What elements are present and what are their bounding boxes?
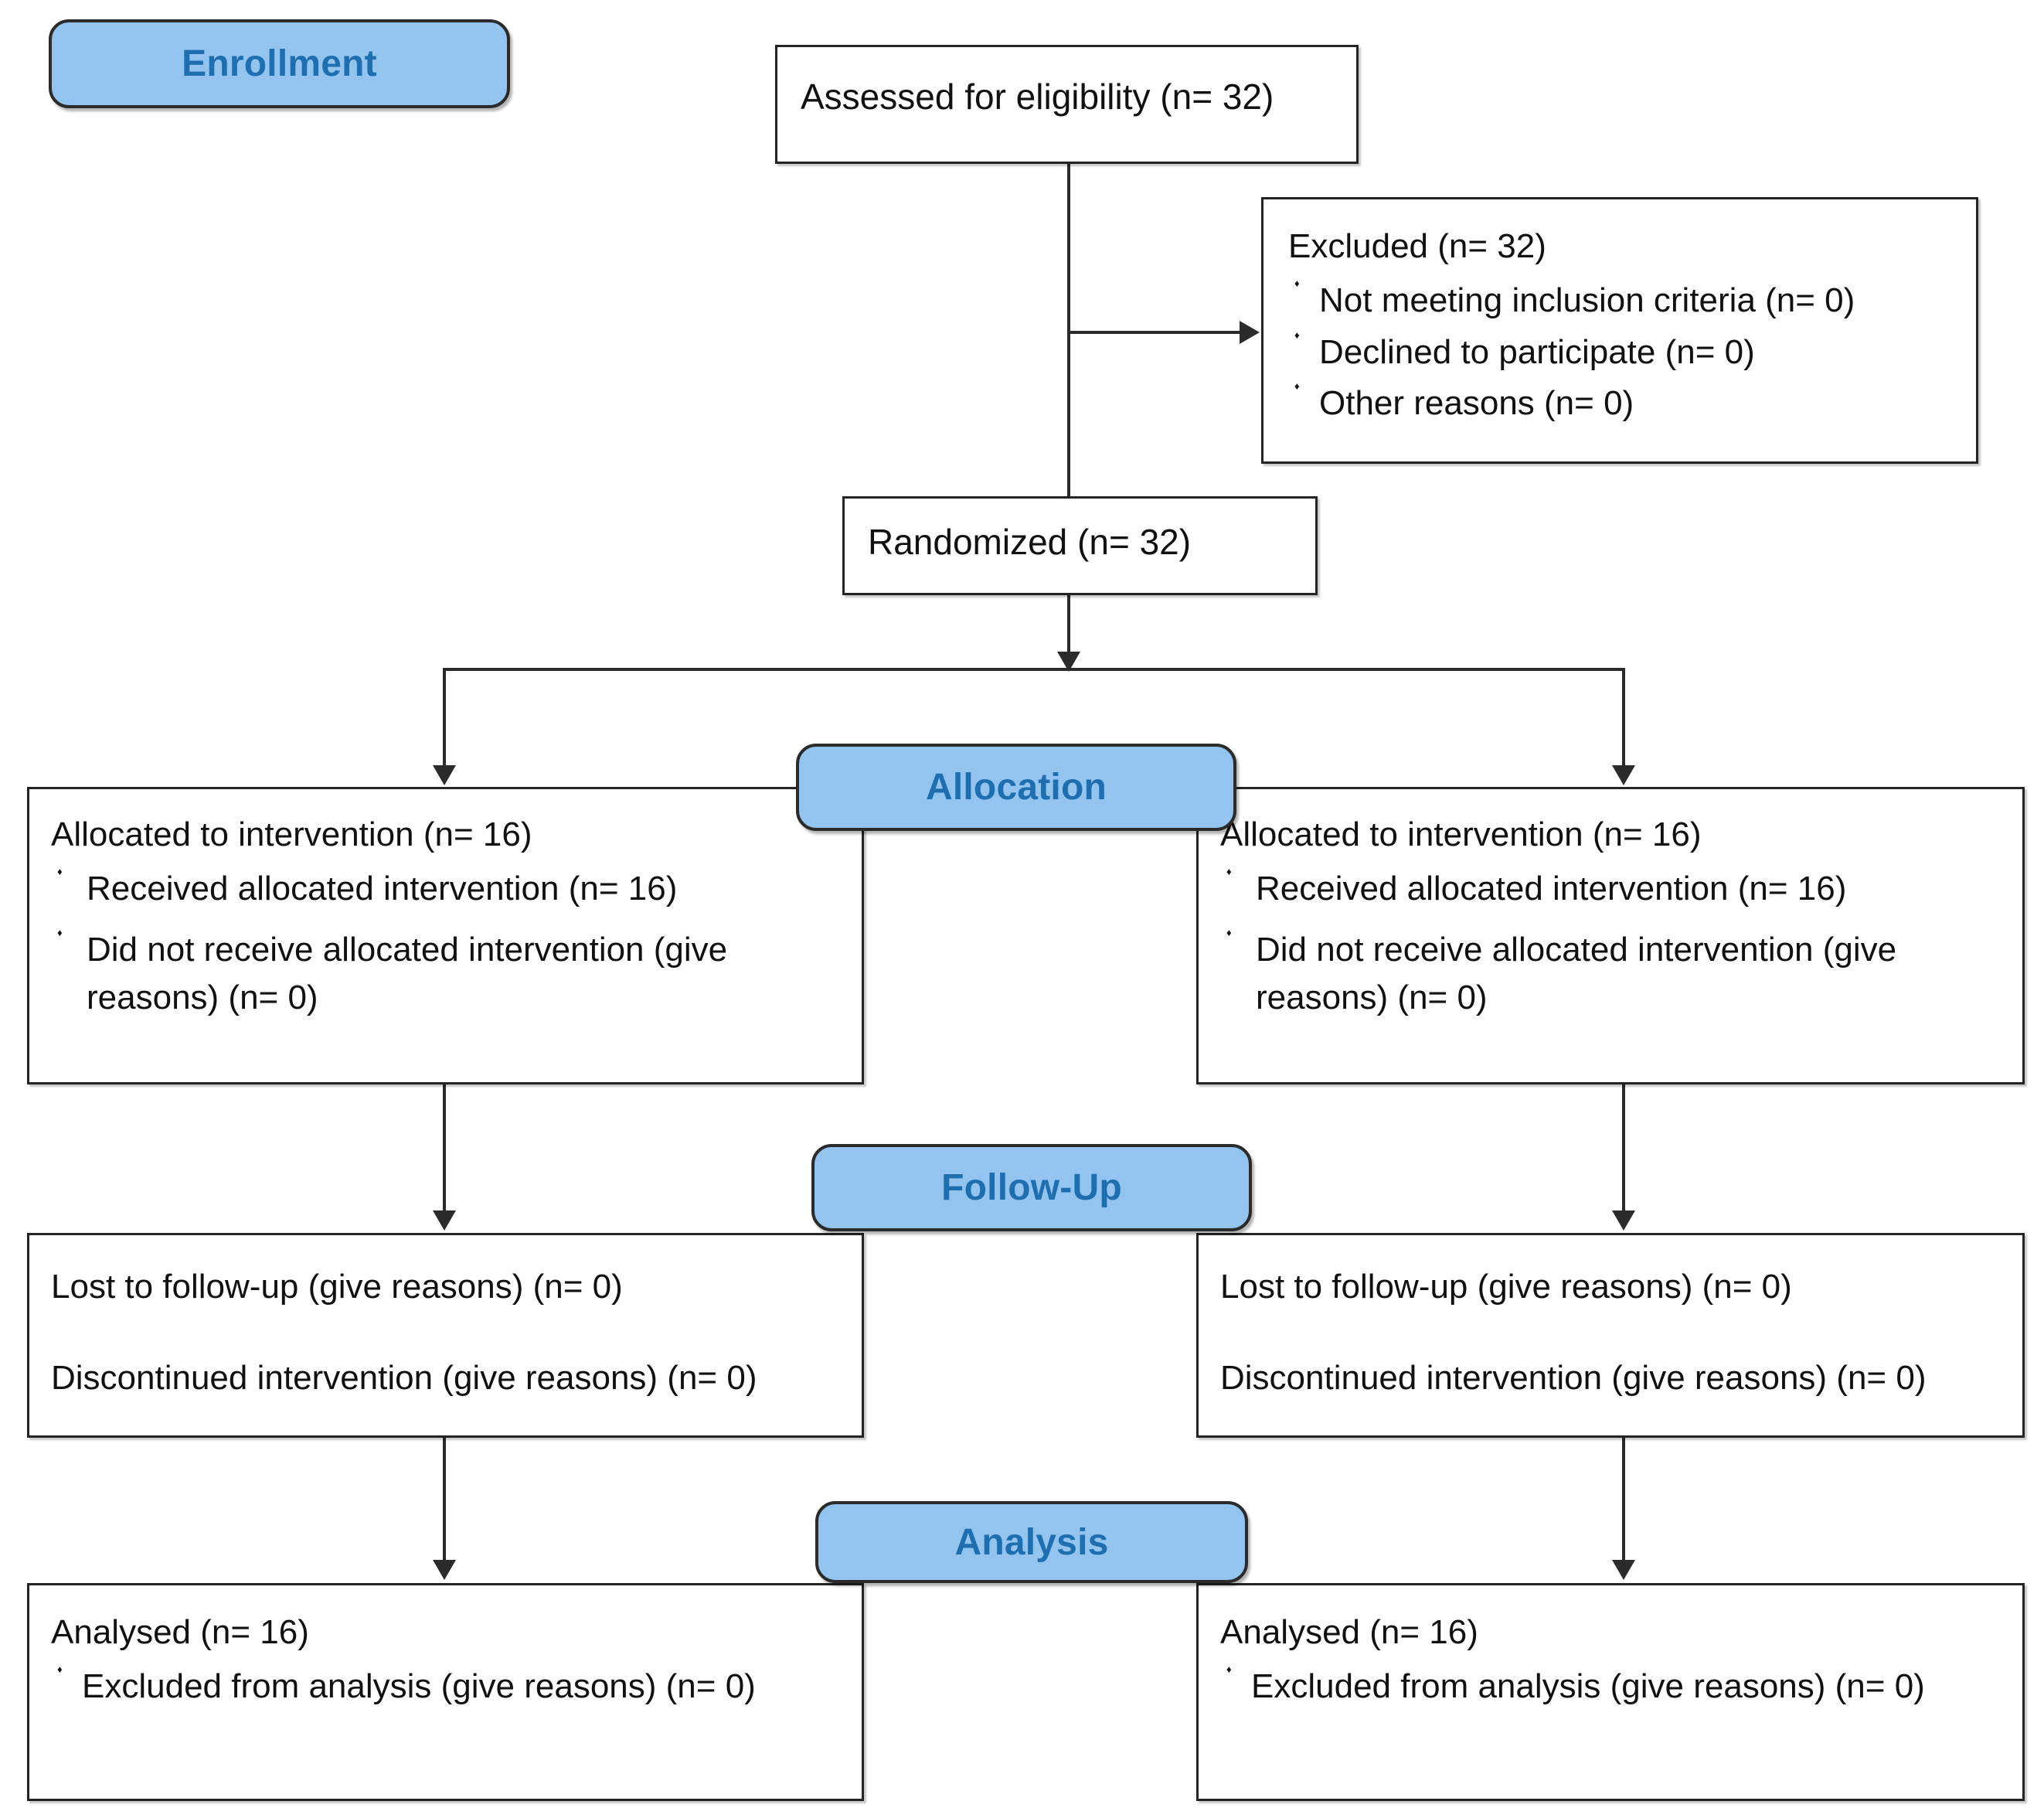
connector-right-followup-to-analysis (1622, 1438, 1625, 1561)
followup-box-right: Lost to follow-up (give reasons) (n= 0) … (1196, 1233, 2025, 1438)
connector-split-left-drop (443, 668, 446, 770)
analysis-right-list: ♦ Excluded from analysis (give reasons) … (1220, 1663, 2004, 1711)
arrowhead-left-allocation (433, 765, 456, 785)
excluded-box: Excluded (n= 32) ♦ Not meeting inclusion… (1261, 197, 1978, 464)
allocation-left-heading: Allocated to intervention (n= 16) (51, 815, 532, 853)
allocation-right-heading: Allocated to intervention (n= 16) (1220, 815, 1702, 853)
excluded-reason-text: Declined to participate (n= 0) (1319, 332, 1755, 371)
allocation-right-list: ♦ Received allocated intervention (n= 16… (1220, 865, 2004, 1022)
analysis-left-heading: Analysed (n= 16) (51, 1613, 309, 1651)
arrowhead-right-allocation (1612, 765, 1635, 785)
stage-badge-allocation[interactable]: Allocation (796, 744, 1236, 831)
allocation-left-list: ♦ Received allocated intervention (n= 16… (51, 865, 843, 1022)
connector-left-followup-to-analysis (443, 1438, 446, 1561)
allocation-right-bullet-text: Received allocated intervention (n= 16) (1256, 870, 1847, 908)
list-item: ♦ Other reasons (n= 0) (1288, 380, 1954, 427)
diamond-bullet-icon: ♦ (1226, 926, 1232, 938)
connector-assessed-to-excluded (1067, 331, 1241, 334)
allocation-left-bullet-text: Did not receive allocated intervention (… (87, 930, 728, 1017)
followup-left-lost-text: Lost to follow-up (give reasons) (n= 0) (51, 1268, 623, 1306)
arrowhead-left-followup (433, 1210, 456, 1231)
connector-split-right-drop (1622, 668, 1625, 770)
connector-assessed-to-randomized (1067, 164, 1070, 496)
diamond-bullet-icon: ♦ (57, 926, 63, 938)
arrowhead-to-excluded (1240, 321, 1260, 344)
randomized-box: Randomized (n= 32) (842, 496, 1318, 595)
connector-randomized-stem (1067, 595, 1070, 669)
list-item: ♦ Excluded from analysis (give reasons) … (1220, 1663, 2004, 1711)
allocation-box-right: Allocated to intervention (n= 16) ♦ Rece… (1196, 787, 2025, 1084)
diamond-bullet-icon: ♦ (1294, 329, 1300, 341)
arrowhead-randomized-split (1057, 652, 1080, 672)
excluded-heading: Excluded (n= 32) (1288, 227, 1546, 265)
connector-allocation-split-bar (443, 668, 1625, 671)
diamond-bullet-icon: ♦ (57, 866, 63, 878)
stage-badge-enrollment-label: Enrollment (182, 43, 377, 84)
diamond-bullet-icon: ♦ (1226, 866, 1232, 878)
followup-box-left: Lost to follow-up (give reasons) (n= 0) … (27, 1233, 864, 1438)
stage-badge-allocation-label: Allocation (925, 767, 1107, 808)
stage-badge-enrollment[interactable]: Enrollment (49, 19, 510, 108)
analysis-right-bullet-text: Excluded from analysis (give reasons) (n… (1251, 1667, 1925, 1706)
list-item: ♦ Declined to participate (n= 0) (1288, 329, 1954, 376)
allocation-box-left: Allocated to intervention (n= 16) ♦ Rece… (27, 787, 864, 1084)
randomized-text: Randomized (n= 32) (868, 522, 1192, 562)
diamond-bullet-icon: ♦ (1294, 277, 1300, 290)
list-item: ♦ Received allocated intervention (n= 16… (51, 865, 843, 913)
connector-right-allocation-to-followup (1622, 1084, 1625, 1212)
analysis-left-list: ♦ Excluded from analysis (give reasons) … (51, 1663, 843, 1711)
diamond-bullet-icon: ♦ (1294, 380, 1300, 393)
analysis-box-left: Analysed (n= 16) ♦ Excluded from analysi… (27, 1583, 864, 1801)
diamond-bullet-icon: ♦ (57, 1663, 63, 1676)
list-item: ♦ Did not receive allocated intervention… (51, 926, 843, 1023)
followup-left-discontinued-text: Discontinued intervention (give reasons)… (51, 1359, 757, 1398)
connector-left-allocation-to-followup (443, 1084, 446, 1212)
followup-right-discontinued-text: Discontinued intervention (give reasons)… (1220, 1359, 1927, 1398)
allocation-right-bullet-text: Did not receive allocated intervention (… (1256, 930, 1897, 1017)
list-item: ♦ Excluded from analysis (give reasons) … (51, 1663, 843, 1711)
stage-badge-followup[interactable]: Follow-Up (811, 1144, 1252, 1231)
arrowhead-right-followup (1612, 1210, 1635, 1231)
diamond-bullet-icon: ♦ (1226, 1663, 1232, 1676)
assessed-for-eligibility-box: Assessed for eligibility (n= 32) (775, 45, 1359, 164)
stage-badge-analysis-label: Analysis (954, 1521, 1109, 1563)
assessed-for-eligibility-text: Assessed for eligibility (n= 32) (801, 77, 1274, 117)
arrowhead-right-analysis (1612, 1560, 1635, 1580)
excluded-reason-text: Other reasons (n= 0) (1319, 384, 1634, 423)
stage-badge-analysis[interactable]: Analysis (815, 1501, 1248, 1583)
stage-badge-followup-label: Follow-Up (941, 1167, 1122, 1208)
excluded-reasons-list: ♦ Not meeting inclusion criteria (n= 0) … (1288, 277, 1954, 427)
analysis-right-heading: Analysed (n= 16) (1220, 1613, 1478, 1651)
analysis-box-right: Analysed (n= 16) ♦ Excluded from analysi… (1196, 1583, 2025, 1801)
list-item: ♦ Not meeting inclusion criteria (n= 0) (1288, 277, 1954, 325)
excluded-reason-text: Not meeting inclusion criteria (n= 0) (1319, 281, 1855, 320)
list-item: ♦ Received allocated intervention (n= 16… (1220, 865, 2004, 913)
followup-right-lost-text: Lost to follow-up (give reasons) (n= 0) (1220, 1268, 1792, 1306)
list-item: ♦ Did not receive allocated intervention… (1220, 926, 2004, 1023)
analysis-left-bullet-text: Excluded from analysis (give reasons) (n… (82, 1667, 756, 1706)
allocation-left-bullet-text: Received allocated intervention (n= 16) (87, 870, 678, 908)
arrowhead-left-analysis (433, 1560, 456, 1580)
